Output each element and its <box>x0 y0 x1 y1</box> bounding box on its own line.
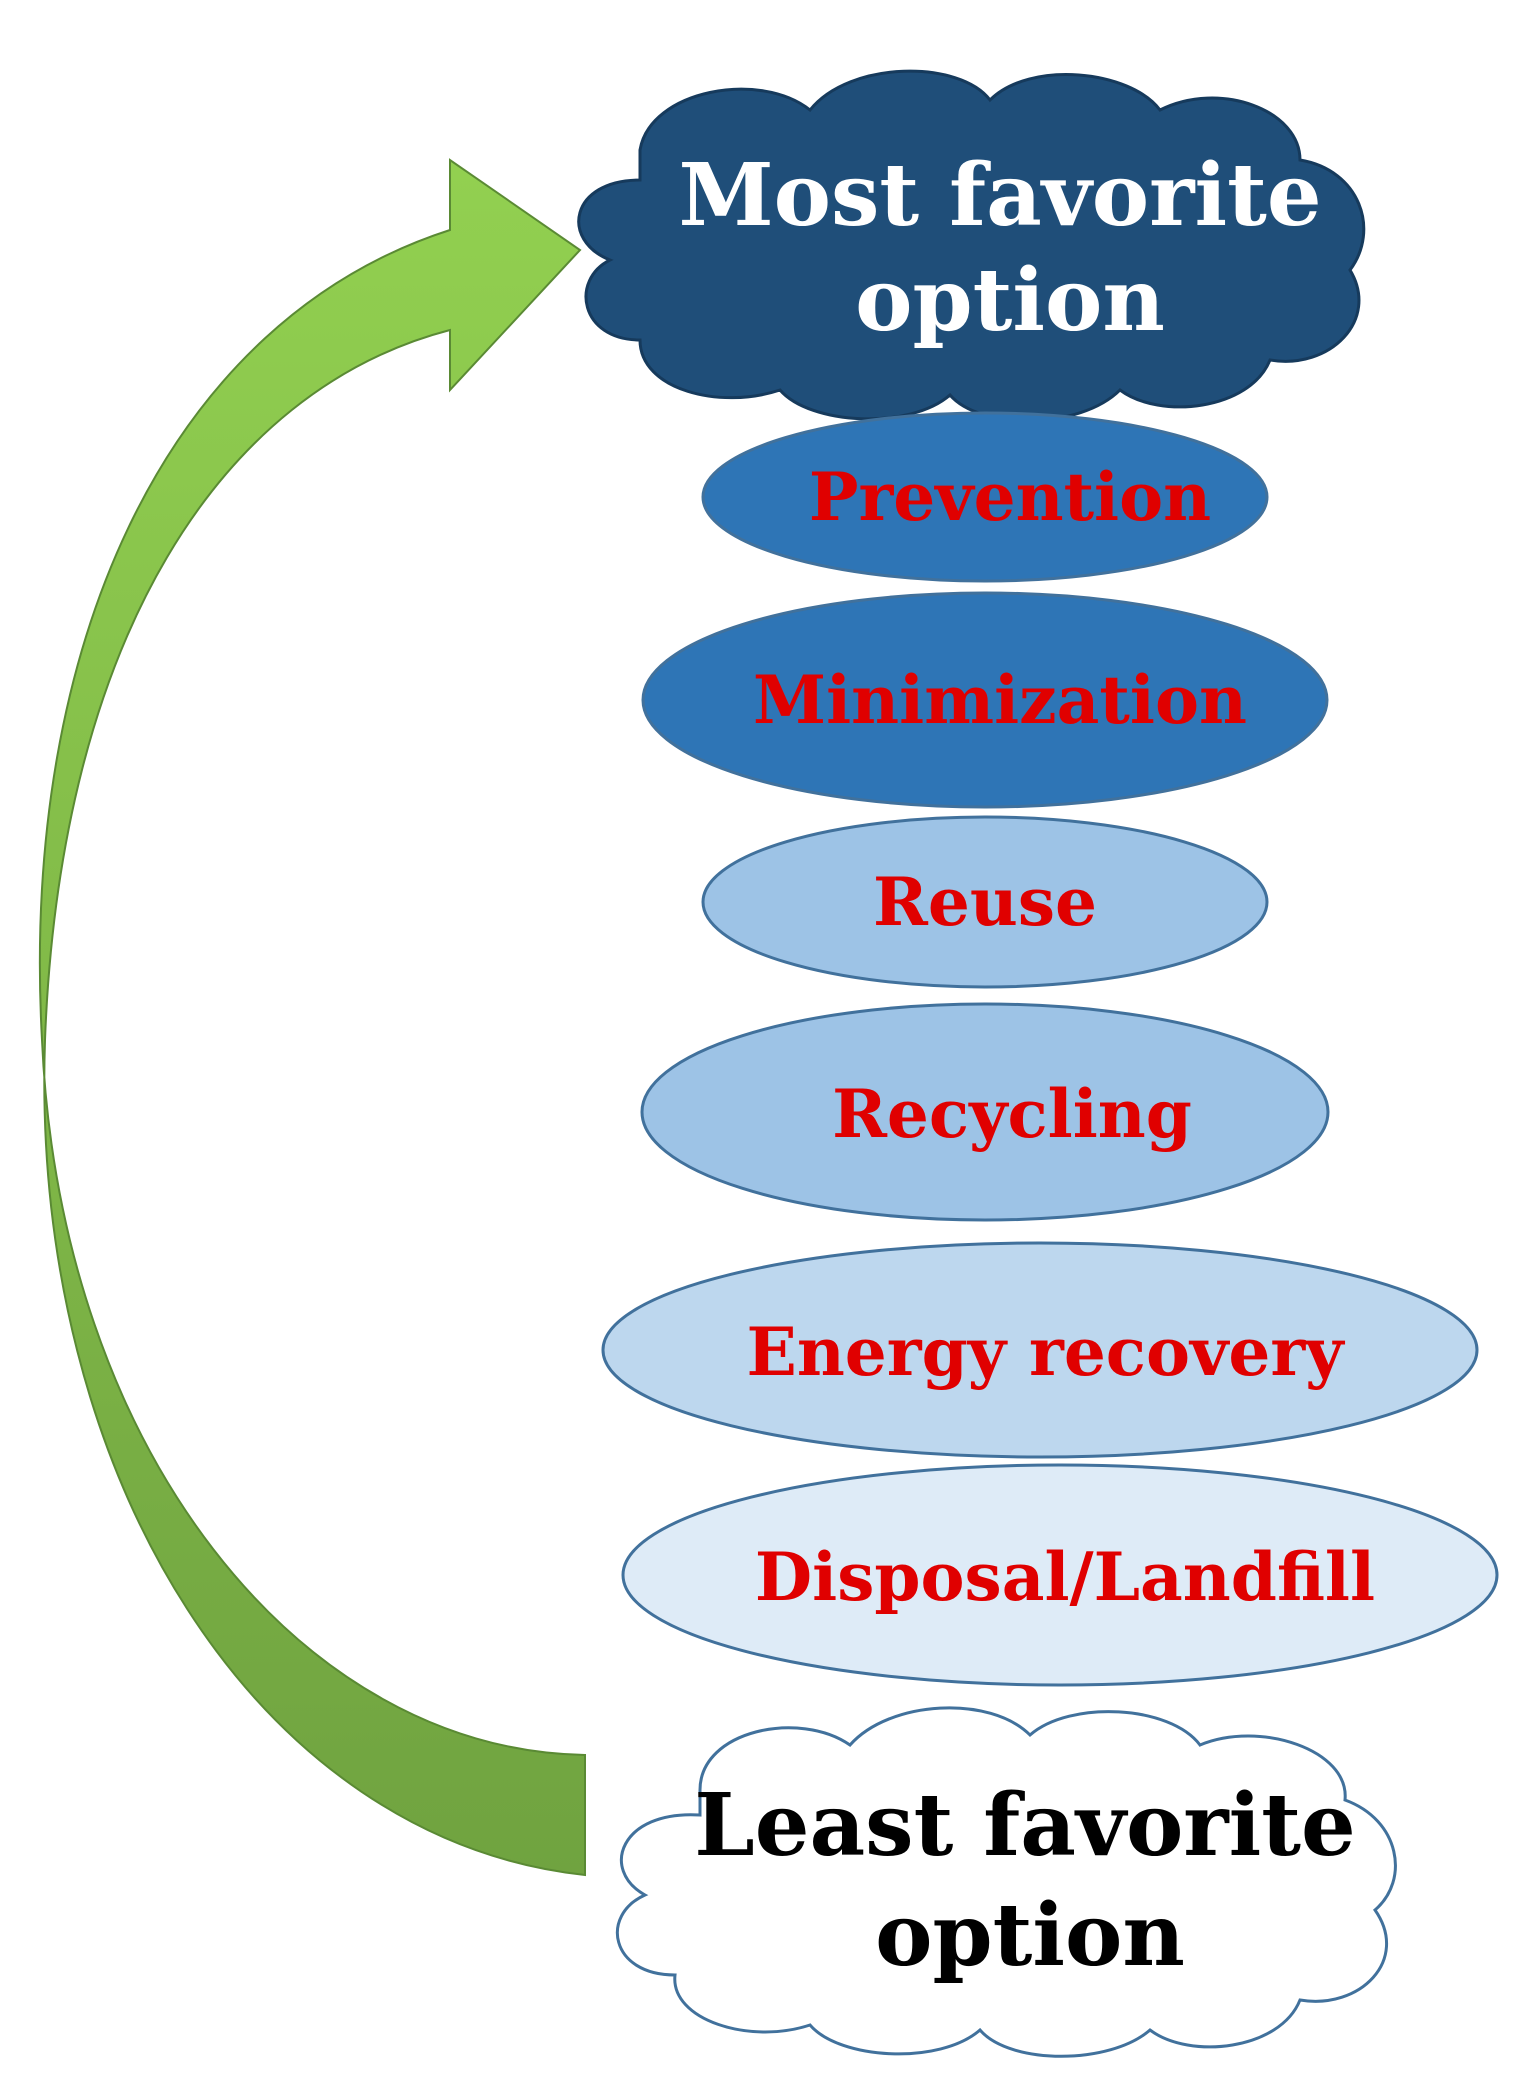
level-disposal-landfill: Disposal/Landfill <box>621 1463 1499 1687</box>
most-favorite-label-line1: Most favorite <box>678 145 1321 246</box>
most-favorite-label-line2: option <box>855 250 1165 351</box>
least-favorite-cloud: Least favorite option <box>615 1706 1397 2058</box>
level-ellipse <box>641 591 1329 809</box>
level-ellipse <box>621 1463 1499 1687</box>
level-recycling: Recycling <box>640 1002 1330 1222</box>
bottom-cloud-shape <box>615 1706 1397 2058</box>
curved-up-arrow-icon <box>38 158 586 1877</box>
level-minimization: Minimization <box>641 591 1329 809</box>
level-ellipse <box>601 1241 1479 1459</box>
level-prevention: Prevention <box>701 411 1269 583</box>
level-label: Energy recovery <box>747 1313 1346 1391</box>
level-ellipse <box>701 411 1269 583</box>
level-label: Recycling <box>832 1075 1192 1153</box>
level-label: Minimization <box>753 661 1247 739</box>
least-favorite-label-line1: Least favorite <box>694 1775 1355 1876</box>
least-favorite-label-line2: option <box>875 1885 1185 1986</box>
level-label: Disposal/Landfill <box>755 1538 1375 1616</box>
level-label: Reuse <box>873 863 1097 941</box>
top-cloud-shape <box>577 69 1366 423</box>
most-favorite-cloud: Most favorite option <box>577 69 1366 423</box>
level-ellipse <box>701 815 1269 989</box>
level-label: Prevention <box>809 458 1211 536</box>
level-ellipse <box>640 1002 1330 1222</box>
level-reuse: Reuse <box>701 815 1269 989</box>
level-energy-recovery: Energy recovery <box>601 1241 1479 1459</box>
